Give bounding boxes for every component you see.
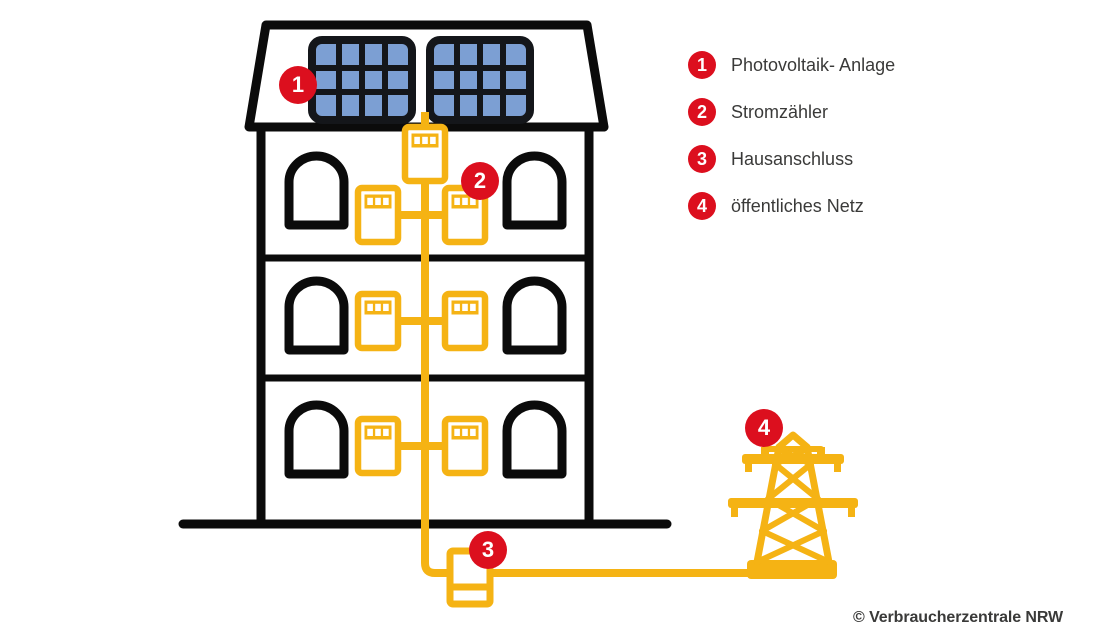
marker-2-number: 2	[473, 168, 487, 193]
marker-3-number: 3	[481, 537, 495, 562]
marker-2-badge: 2	[461, 162, 499, 200]
legend-item: 3 Hausanschluss	[688, 145, 895, 173]
legend-label: Photovoltaik- Anlage	[731, 54, 896, 75]
marker-4-number: 4	[757, 415, 771, 440]
legend-badge: 4	[688, 192, 716, 220]
legend-badge: 2	[688, 98, 716, 126]
legend-item: 1 Photovoltaik- Anlage	[688, 51, 895, 79]
legend-item: 2 Stromzähler	[688, 98, 895, 126]
solar-panel-icon	[430, 40, 530, 120]
roof	[244, 20, 609, 132]
marker-1-number: 1	[291, 72, 305, 97]
legend-badge: 3	[688, 145, 716, 173]
copyright-text: © Verbraucherzentrale NRW	[853, 609, 1063, 626]
legend: 1 Photovoltaik- Anlage 2 Stromzähler 3 H…	[688, 51, 895, 239]
power-pylon-icon	[728, 431, 858, 579]
legend-label: Hausanschluss	[731, 148, 854, 169]
legend-label: Stromzähler	[731, 101, 829, 122]
marker-4-badge: 4	[745, 409, 783, 447]
legend-badge: 1	[688, 51, 716, 79]
marker-3-badge: 3	[469, 531, 507, 569]
marker-1-badge: 1	[279, 66, 317, 104]
legend-label: öffentliches Netz	[731, 195, 864, 216]
legend-item: 4 öffentliches Netz	[688, 192, 895, 220]
solar-panel-icon	[312, 40, 412, 120]
